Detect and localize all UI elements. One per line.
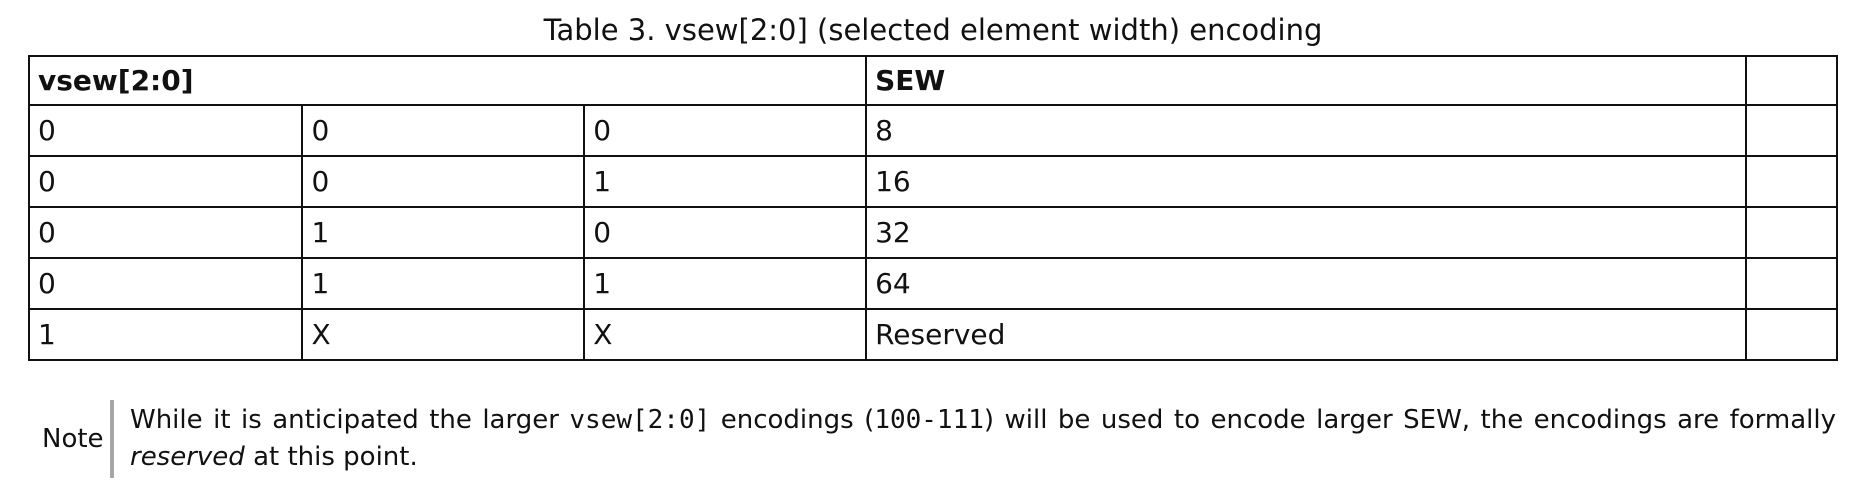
header-cell-vsew: vsew[2:0] (27, 55, 868, 106)
cell-extra (1745, 308, 1838, 361)
note-text-part: ) will be used to encode larger SEW, the… (983, 405, 1836, 435)
note-text-part: While it is anticipated the larger (130, 405, 570, 435)
cell-bit1: 0 (301, 104, 586, 157)
cell-bit1: X (301, 308, 586, 361)
cell-bit2: 0 (27, 206, 304, 259)
cell-extra (1745, 257, 1838, 310)
note-emphasis: reserved (130, 442, 245, 472)
note-text-part: at this point. (244, 442, 418, 472)
cell-bit1: 0 (301, 155, 586, 208)
note-divider (110, 400, 114, 478)
table-row: 1 X X Reserved (27, 308, 1838, 361)
cell-sew: 32 (865, 206, 1748, 259)
cell-bit1: 1 (301, 257, 586, 310)
table-row: 0 0 0 8 (27, 104, 1838, 157)
cell-bit0: 0 (583, 206, 868, 259)
cell-sew: 8 (865, 104, 1748, 157)
cell-bit0: 1 (583, 257, 868, 310)
cell-sew: Reserved (865, 308, 1748, 361)
table-caption: Table 3. vsew[2:0] (selected element wid… (543, 13, 1323, 47)
note-code-vsew: vsew[2:0] (569, 405, 711, 435)
table-row: 0 1 0 32 (27, 206, 1838, 259)
cell-bit2: 0 (27, 104, 304, 157)
cell-sew: 64 (865, 257, 1748, 310)
cell-extra (1745, 104, 1838, 157)
cell-sew: 16 (865, 155, 1748, 208)
header-cell-extra (1745, 55, 1838, 106)
cell-bit2: 0 (27, 257, 304, 310)
note-label: Note (42, 424, 104, 454)
cell-bit2: 0 (27, 155, 304, 208)
cell-bit0: 1 (583, 155, 868, 208)
note-code-range: 100-111 (874, 405, 984, 435)
table-row: 0 0 1 16 (27, 155, 1838, 208)
note-admonition: Note While it is anticipated the larger … (28, 398, 1838, 480)
note-text-part: encodings ( (710, 405, 875, 435)
cell-bit0: 0 (583, 104, 868, 157)
cell-bit1: 1 (301, 206, 586, 259)
table-header-row: vsew[2:0] SEW (27, 55, 1838, 106)
note-text: While it is anticipated the larger vsew[… (130, 402, 1836, 476)
header-cell-sew: SEW (865, 55, 1748, 106)
table-row: 0 1 1 64 (27, 257, 1838, 310)
cell-extra (1745, 155, 1838, 208)
cell-extra (1745, 206, 1838, 259)
cell-bit2: 1 (27, 308, 304, 361)
cell-bit0: X (583, 308, 868, 361)
vsew-encoding-table: vsew[2:0] SEW 0 0 0 8 0 0 1 16 0 1 0 32 … (27, 55, 1838, 361)
